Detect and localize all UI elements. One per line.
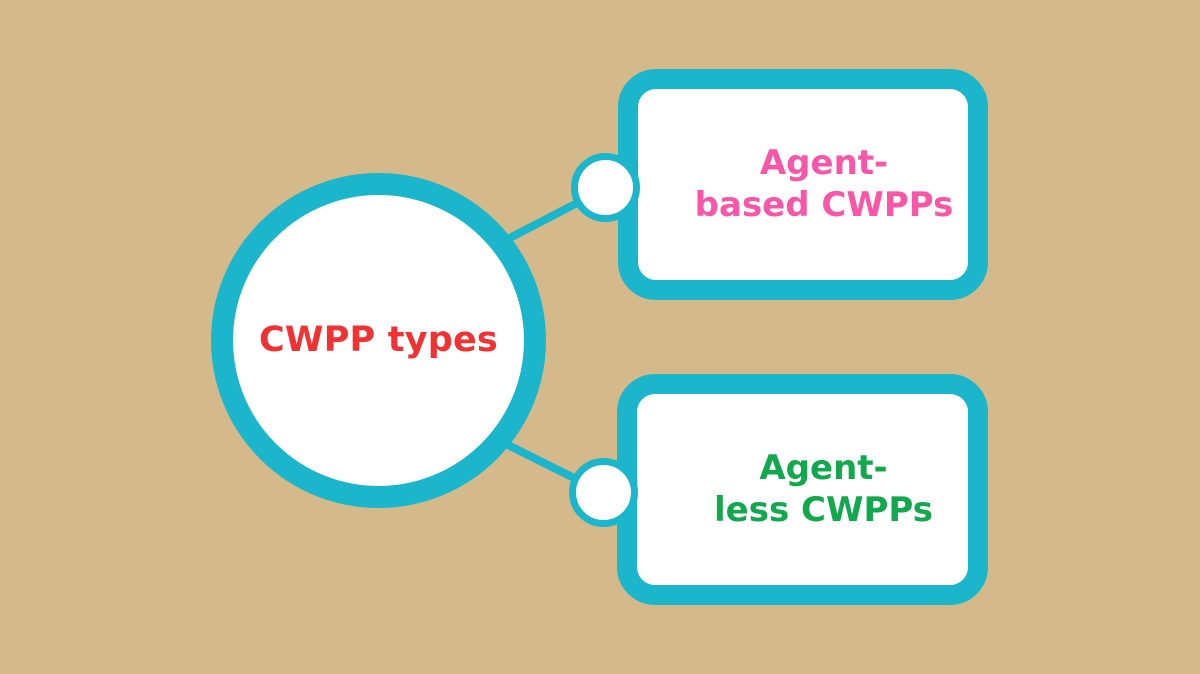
branch-node-label-agent-based: Agent- based CWPPs bbox=[694, 143, 954, 225]
root-node-cwpp-types[interactable]: CWPP types bbox=[211, 173, 546, 508]
connector-knob-agent-based[interactable] bbox=[571, 153, 640, 222]
connector-knob-agent-less[interactable] bbox=[569, 458, 638, 527]
root-node-label: CWPP types bbox=[259, 320, 498, 361]
branch-node-agent-based-cwpps[interactable]: Agent- based CWPPs bbox=[618, 69, 988, 300]
branch-node-agent-less-cwpps[interactable]: Agent- less CWPPs bbox=[617, 374, 988, 605]
branch-node-label-agent-less: Agent- less CWPPs bbox=[714, 448, 933, 530]
